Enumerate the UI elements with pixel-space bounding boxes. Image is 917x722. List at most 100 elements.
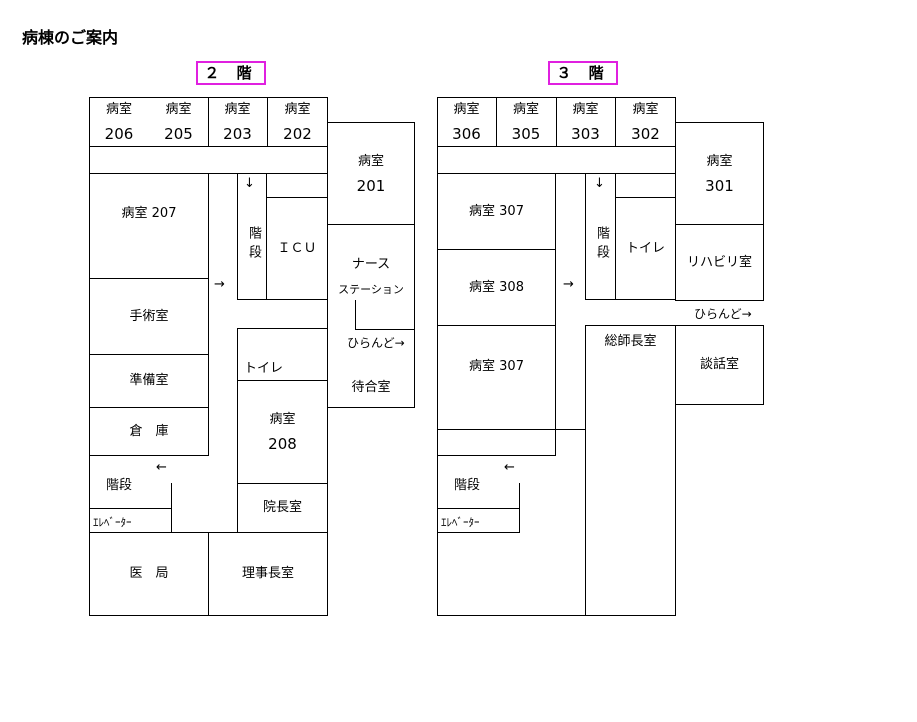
corridor-line <box>437 429 585 430</box>
medical-office-label: 医 局 <box>129 566 169 581</box>
room-201: 病室 201 <box>327 122 415 225</box>
stairs-label: 階段 <box>106 478 133 493</box>
room-number: 303 <box>571 125 600 143</box>
hiranda-label: ひらんど→ <box>347 336 405 350</box>
consult-room: 談話室 <box>675 325 764 405</box>
room-label: 病室 307 <box>469 203 524 219</box>
director-room-label: 院長室 <box>262 500 302 515</box>
nurse-station: ナース ステーション <box>327 224 415 330</box>
consult-room-label: 談話室 <box>699 357 739 372</box>
arrow-right-icon: → <box>214 277 225 292</box>
room-number: 305 <box>511 125 541 143</box>
room-number: 206 <box>104 125 134 143</box>
room-number: 306 <box>452 125 481 143</box>
director-room: 院長室 <box>237 483 328 533</box>
floor-3-label: ３ 階 <box>548 61 618 85</box>
elevator-label: ｴﾚﾍﾞｰﾀｰ <box>93 516 132 529</box>
head-nurse-label: 総師長室 <box>604 334 657 349</box>
inner-wall <box>437 455 556 456</box>
arrow-left-icon: ← <box>504 460 515 475</box>
room-label: 病室 308 <box>469 279 524 295</box>
arrow-down-icon: ↓ <box>594 176 605 191</box>
room-302: 病室 302 <box>615 97 676 147</box>
room-number: 201 <box>356 176 386 195</box>
room-307-b: 病室 307 <box>437 325 556 456</box>
room-303: 病室 303 <box>556 97 615 147</box>
stairs-bottom <box>237 299 267 300</box>
elevator-wall <box>437 532 520 533</box>
room-label: 病室 <box>269 412 296 427</box>
room-label: 病室 <box>284 102 311 117</box>
room-label: 病室 <box>706 153 733 169</box>
elevator-label: ｴﾚﾍﾞｰﾀｰ <box>441 516 480 529</box>
operating-room: 手術室 <box>89 278 209 355</box>
room-label: 病室 <box>632 102 659 117</box>
room-205: 病室 205 <box>149 97 208 147</box>
room-307-a: 病室 307 <box>437 173 556 250</box>
divider <box>267 97 268 147</box>
waiting-room-label: 待合室 <box>351 380 391 395</box>
room-number: 208 <box>268 435 297 453</box>
room-label: 病室 <box>512 102 539 117</box>
outer-wall-bottom <box>437 615 676 616</box>
hiranda-label: ひらんど→ <box>694 307 752 321</box>
elevator-wall <box>89 508 172 509</box>
stairs-label: 階段 <box>454 478 481 493</box>
rehab-room: リハビリ室 <box>675 224 764 301</box>
room-label: 病室 <box>572 102 599 117</box>
counter-line <box>355 300 356 330</box>
nurse-station-line1: ナース <box>351 257 391 272</box>
divider <box>496 97 497 147</box>
room-label: 病室 207 <box>121 206 177 221</box>
room-number: 302 <box>631 125 660 143</box>
rehab-label: リハビリ室 <box>686 254 752 270</box>
room-306: 病室 306 <box>437 97 496 147</box>
arrow-right-icon: → <box>563 277 574 292</box>
room-208: 病室 208 <box>237 380 328 484</box>
room-label: 病室 <box>453 102 480 117</box>
room-label: 病室 <box>165 102 192 117</box>
room-301: 病室 301 <box>675 122 764 225</box>
lower-room <box>585 366 676 616</box>
head-nurse-room: 総師長室 <box>585 325 676 367</box>
icu: ＩＣＵ <box>266 197 328 300</box>
operating-room-label: 手術室 <box>129 308 169 324</box>
room-206: 病室 206 <box>89 97 149 147</box>
storage-room: 倉 庫 <box>89 407 209 456</box>
corridor <box>437 146 676 174</box>
room-label: 病室 <box>357 153 384 169</box>
room-308: 病室 308 <box>437 249 556 326</box>
nurse-station-line2: ステーション <box>338 283 404 296</box>
stairs-label: 階段 <box>246 226 261 264</box>
chairman-room: 理事長室 <box>208 532 328 616</box>
room-203: 病室 203 <box>208 97 267 147</box>
toilet: トイレ <box>615 197 676 300</box>
medical-office: 医 局 <box>89 532 209 616</box>
arrow-down-icon: ↓ <box>244 176 255 191</box>
stairs-label: 階段 <box>594 226 609 264</box>
toilet: トイレ <box>237 328 328 381</box>
toilet-label: トイレ <box>625 240 665 256</box>
divider <box>556 97 557 147</box>
corridor <box>89 146 328 174</box>
inner-wall <box>555 429 556 456</box>
elevator-wall <box>437 508 520 509</box>
icu-label: ＩＣＵ <box>277 240 317 256</box>
arrow-left-icon: ← <box>156 460 167 475</box>
room-label: 病室 <box>224 102 251 117</box>
divider <box>208 97 209 147</box>
toilet-label: トイレ <box>244 361 284 376</box>
small-room <box>615 173 676 198</box>
prep-room: 準備室 <box>89 354 209 408</box>
room-number: 203 <box>223 125 252 143</box>
room-number: 205 <box>164 125 193 143</box>
stairs-wall <box>237 173 238 300</box>
divider <box>615 97 616 147</box>
stairs-bottom <box>585 299 616 300</box>
room-number: 202 <box>283 125 312 143</box>
floor-2-label: ２ 階 <box>196 61 266 85</box>
counter-line <box>355 329 415 330</box>
room-202: 病室 202 <box>267 97 328 147</box>
small-room <box>266 173 328 198</box>
page-title: 病棟のご案内 <box>22 28 119 47</box>
